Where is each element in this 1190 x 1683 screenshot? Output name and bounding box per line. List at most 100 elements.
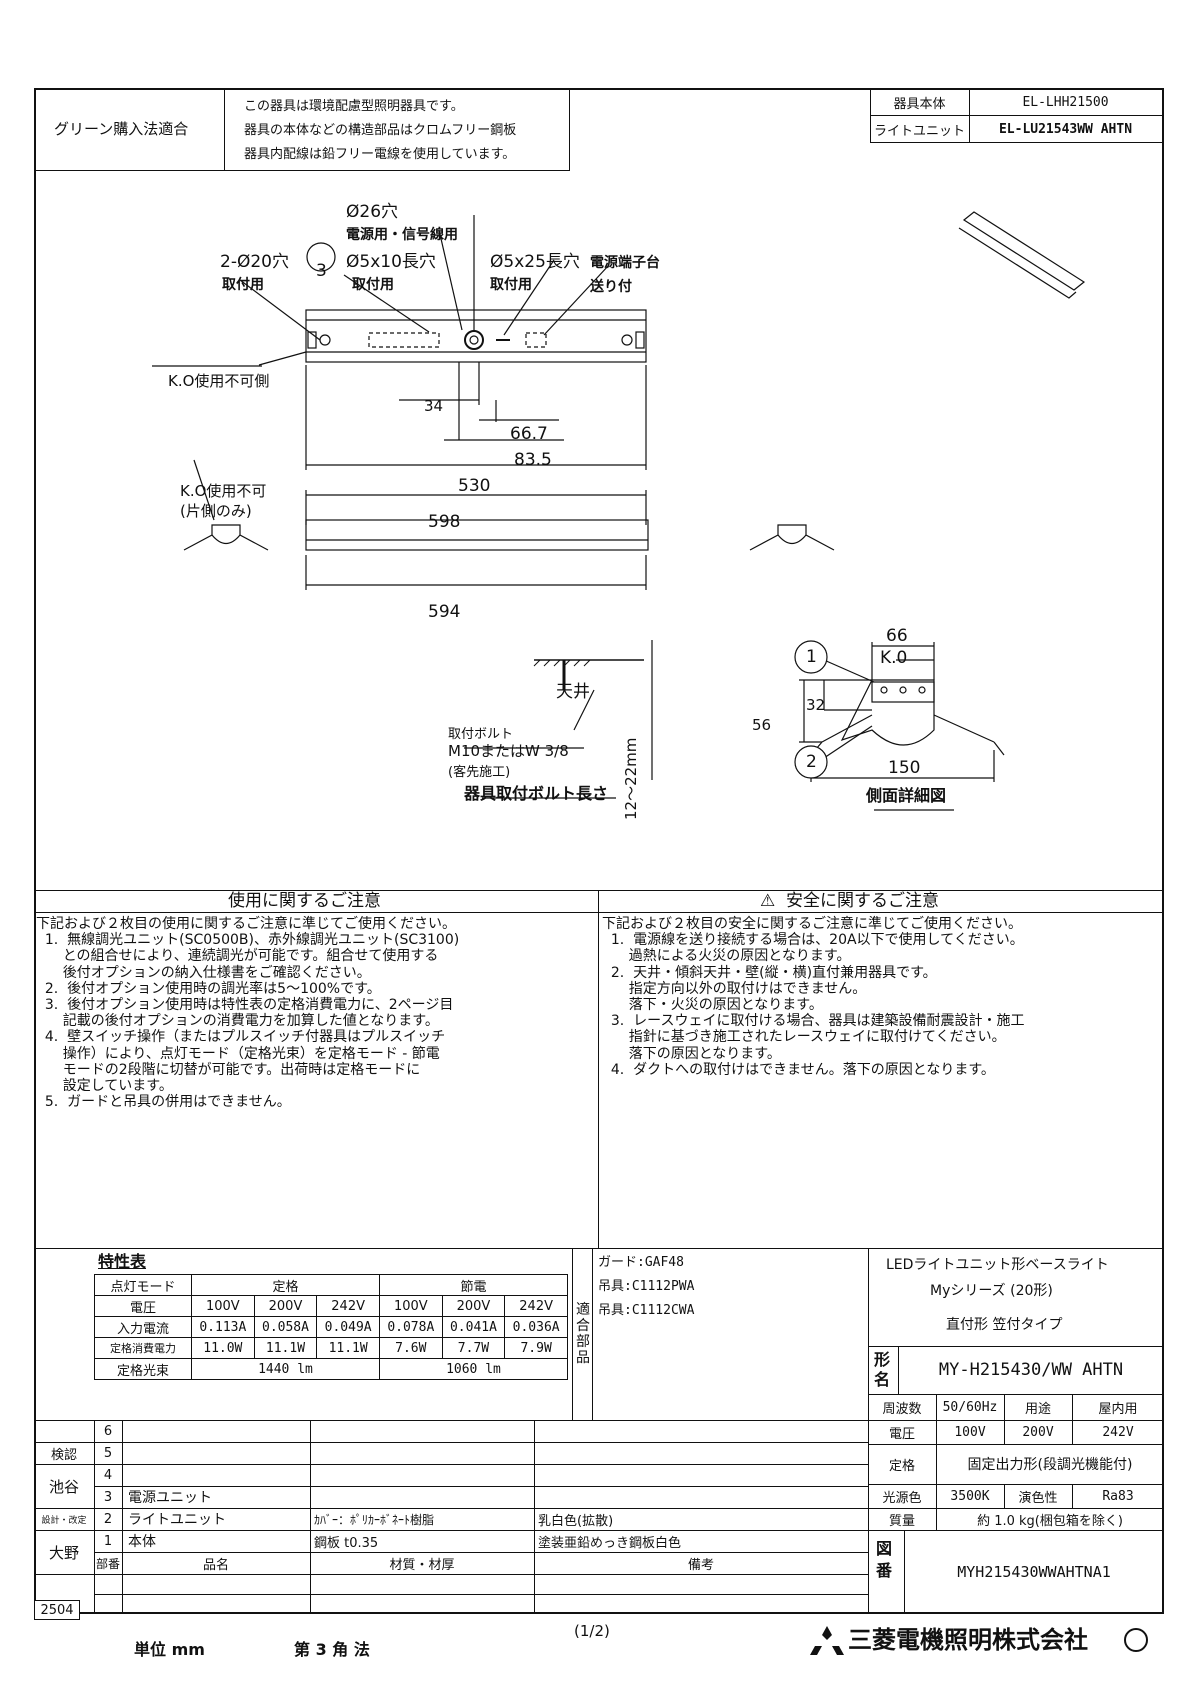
approval-block: 検認 池谷 設計・改定 大野	[34, 1442, 94, 1614]
page-number: (1/2)	[574, 1622, 610, 1640]
mount-use-3: 取付用	[490, 277, 532, 293]
dim-56: 56	[752, 716, 772, 734]
unit-text: 単位 mm	[134, 1640, 205, 1659]
product-line-3: 直付形 笠付タイプ	[946, 1317, 1063, 1333]
bom-no-4: 4	[103, 1467, 113, 1483]
circle-mark-icon	[1124, 1628, 1148, 1652]
bom-no-1: 1	[103, 1533, 113, 1549]
voltage-cell: 242V	[316, 1295, 380, 1317]
green-line-3: 器具内配線は鉛フリー電線を使用しています。	[244, 147, 516, 162]
voltage-label: 電圧	[94, 1295, 192, 1317]
drawing-no-label: 図番	[876, 1539, 893, 1580]
color-value: 3500K	[950, 1488, 990, 1504]
mass-value: 約 1.0 kg(梱包箱を除く)	[977, 1513, 1123, 1529]
spec-table-title: 特性表	[98, 1252, 147, 1271]
hole-5x10-label: Ø5x10長穴	[346, 252, 436, 272]
color-label: 光源色	[882, 1490, 922, 1506]
code-box	[34, 1600, 80, 1620]
voltage-cell: 100V	[378, 1295, 443, 1317]
bolt-title: 器具取付ボルト長さ	[464, 784, 609, 803]
check-name: 池谷	[48, 1477, 79, 1496]
dim-530: 530	[458, 476, 491, 496]
circle-3: 3	[316, 261, 327, 281]
hole-26-use: 電源用・信号線用	[346, 227, 458, 243]
voltage-cell: 100V	[191, 1295, 255, 1317]
spec-table: 点灯モード 定格 節電 電圧 100V 200V 242V 100V 200V …	[94, 1274, 569, 1380]
design-label: 設計・改定	[41, 1515, 87, 1526]
side-detail-title: 側面詳細図	[866, 786, 947, 805]
fixture-top-view	[305, 309, 647, 363]
mount-use-1: 取付用	[222, 277, 264, 293]
sheet-frame	[34, 88, 1164, 1614]
bolt-length: 12～22mm	[622, 737, 640, 820]
hole-5x25-label: Ø5x25長穴	[490, 252, 580, 272]
green-purchase-label: グリーン購入法適合	[54, 120, 189, 138]
flux-label: 定格光束	[94, 1358, 192, 1380]
ko-one-side: (片側のみ)	[180, 502, 252, 520]
power-cell: 11.1W	[316, 1337, 380, 1359]
bom-head-name: 品名	[202, 1557, 229, 1573]
bom-no-2: 2	[103, 1511, 113, 1527]
terminal-sub: 送り付	[590, 279, 632, 295]
parts-item-1: ガード:GAF48	[598, 1255, 684, 1270]
bom-material-1: 鋼板 t0.35	[314, 1535, 379, 1551]
terminal-label: 電源端子台	[590, 255, 660, 271]
dim-598: 598	[428, 512, 461, 532]
power-cell: 7.9W	[504, 1337, 568, 1359]
model-name: MY-H215430/WW AHTN	[938, 1360, 1124, 1380]
safety-notes: 下記および２枚目の安全に関するご注意に準じてご使用ください。 1. 電源線を送り…	[602, 916, 1025, 1078]
hole-2x20-label: 2-Ø20穴	[220, 252, 289, 272]
voltage-1: 100V	[954, 1424, 986, 1440]
power-cell: 11.1W	[253, 1337, 318, 1359]
body-label: 器具本体	[893, 97, 946, 112]
usage-title: 使用に関するご注意	[228, 891, 381, 911]
mode-label: 点灯モード	[94, 1274, 192, 1296]
voltage-label: 電圧	[888, 1426, 915, 1442]
mount-use-2: 取付用	[352, 277, 394, 293]
ko-side-label: K.O使用不可側	[168, 372, 270, 390]
voltage-cell: 200V	[441, 1295, 506, 1317]
dim-150: 150	[888, 758, 921, 778]
voltage-3: 242V	[1102, 1424, 1134, 1440]
power-cell: 7.7W	[441, 1337, 506, 1359]
model-name-label: 形名	[874, 1350, 891, 1389]
dim-594: 594	[428, 602, 461, 622]
product-line-1: LEDライトユニット形ベースライト	[886, 1257, 1109, 1273]
fixture-side-view	[305, 519, 649, 551]
bom-material-2: ｶﾊﾞｰ：ﾎﾟﾘｶｰﾎﾞﾈｰﾄ樹脂	[314, 1512, 435, 1527]
current-cell: 0.041A	[441, 1316, 506, 1338]
current-cell: 0.113A	[191, 1316, 255, 1338]
green-line-2: 器具の本体などの構造部品はクロムフリー鋼板	[244, 123, 517, 138]
use-label: 用途	[1024, 1401, 1051, 1417]
power-cell: 11.0W	[191, 1337, 255, 1359]
freq-label: 周波数	[882, 1401, 922, 1417]
rating-label: 定格	[888, 1458, 915, 1474]
flux-eco: 1060 lm	[378, 1358, 569, 1380]
parts-label: 適合部品	[576, 1302, 590, 1366]
current-label: 入力電流	[94, 1316, 192, 1338]
model-box: 器具本体 EL-LHH21500 ライトユニット EL-LU21543WW AH…	[870, 90, 1162, 143]
bom-no-3: 3	[103, 1489, 113, 1505]
technical-drawing	[152, 211, 1086, 811]
bom-head-note: 備考	[687, 1557, 714, 1573]
mode-eco: 節電	[378, 1274, 569, 1296]
bolt-label: 取付ボルト	[448, 727, 514, 742]
circle-1: 1	[806, 647, 817, 667]
mode-rated: 定格	[191, 1274, 380, 1296]
company-name: 三菱電機照明株式会社	[848, 1626, 1088, 1654]
bom-head-material: 材質・材厚	[389, 1557, 455, 1573]
current-cell: 0.058A	[253, 1316, 318, 1338]
bom-name-2: ライトユニット	[128, 1512, 226, 1528]
parts-item-3: 吊具:C1112CWA	[598, 1303, 695, 1318]
use-value: 屋内用	[1098, 1401, 1138, 1417]
drawing-no: MYH215430WWAHTNA1	[957, 1563, 1111, 1581]
bom-no-6: 6	[103, 1423, 113, 1439]
unit-model: EL-LU21543WW AHTN	[998, 121, 1133, 137]
power-cell: 7.6W	[378, 1337, 443, 1359]
check-label: 検認	[50, 1447, 77, 1463]
bolt-size: M10またはW 3/8	[448, 742, 569, 760]
dim-66: 66	[886, 626, 908, 646]
power-label: 定格消費電力	[94, 1337, 192, 1359]
bom-name-3: 電源ユニット	[128, 1490, 212, 1506]
